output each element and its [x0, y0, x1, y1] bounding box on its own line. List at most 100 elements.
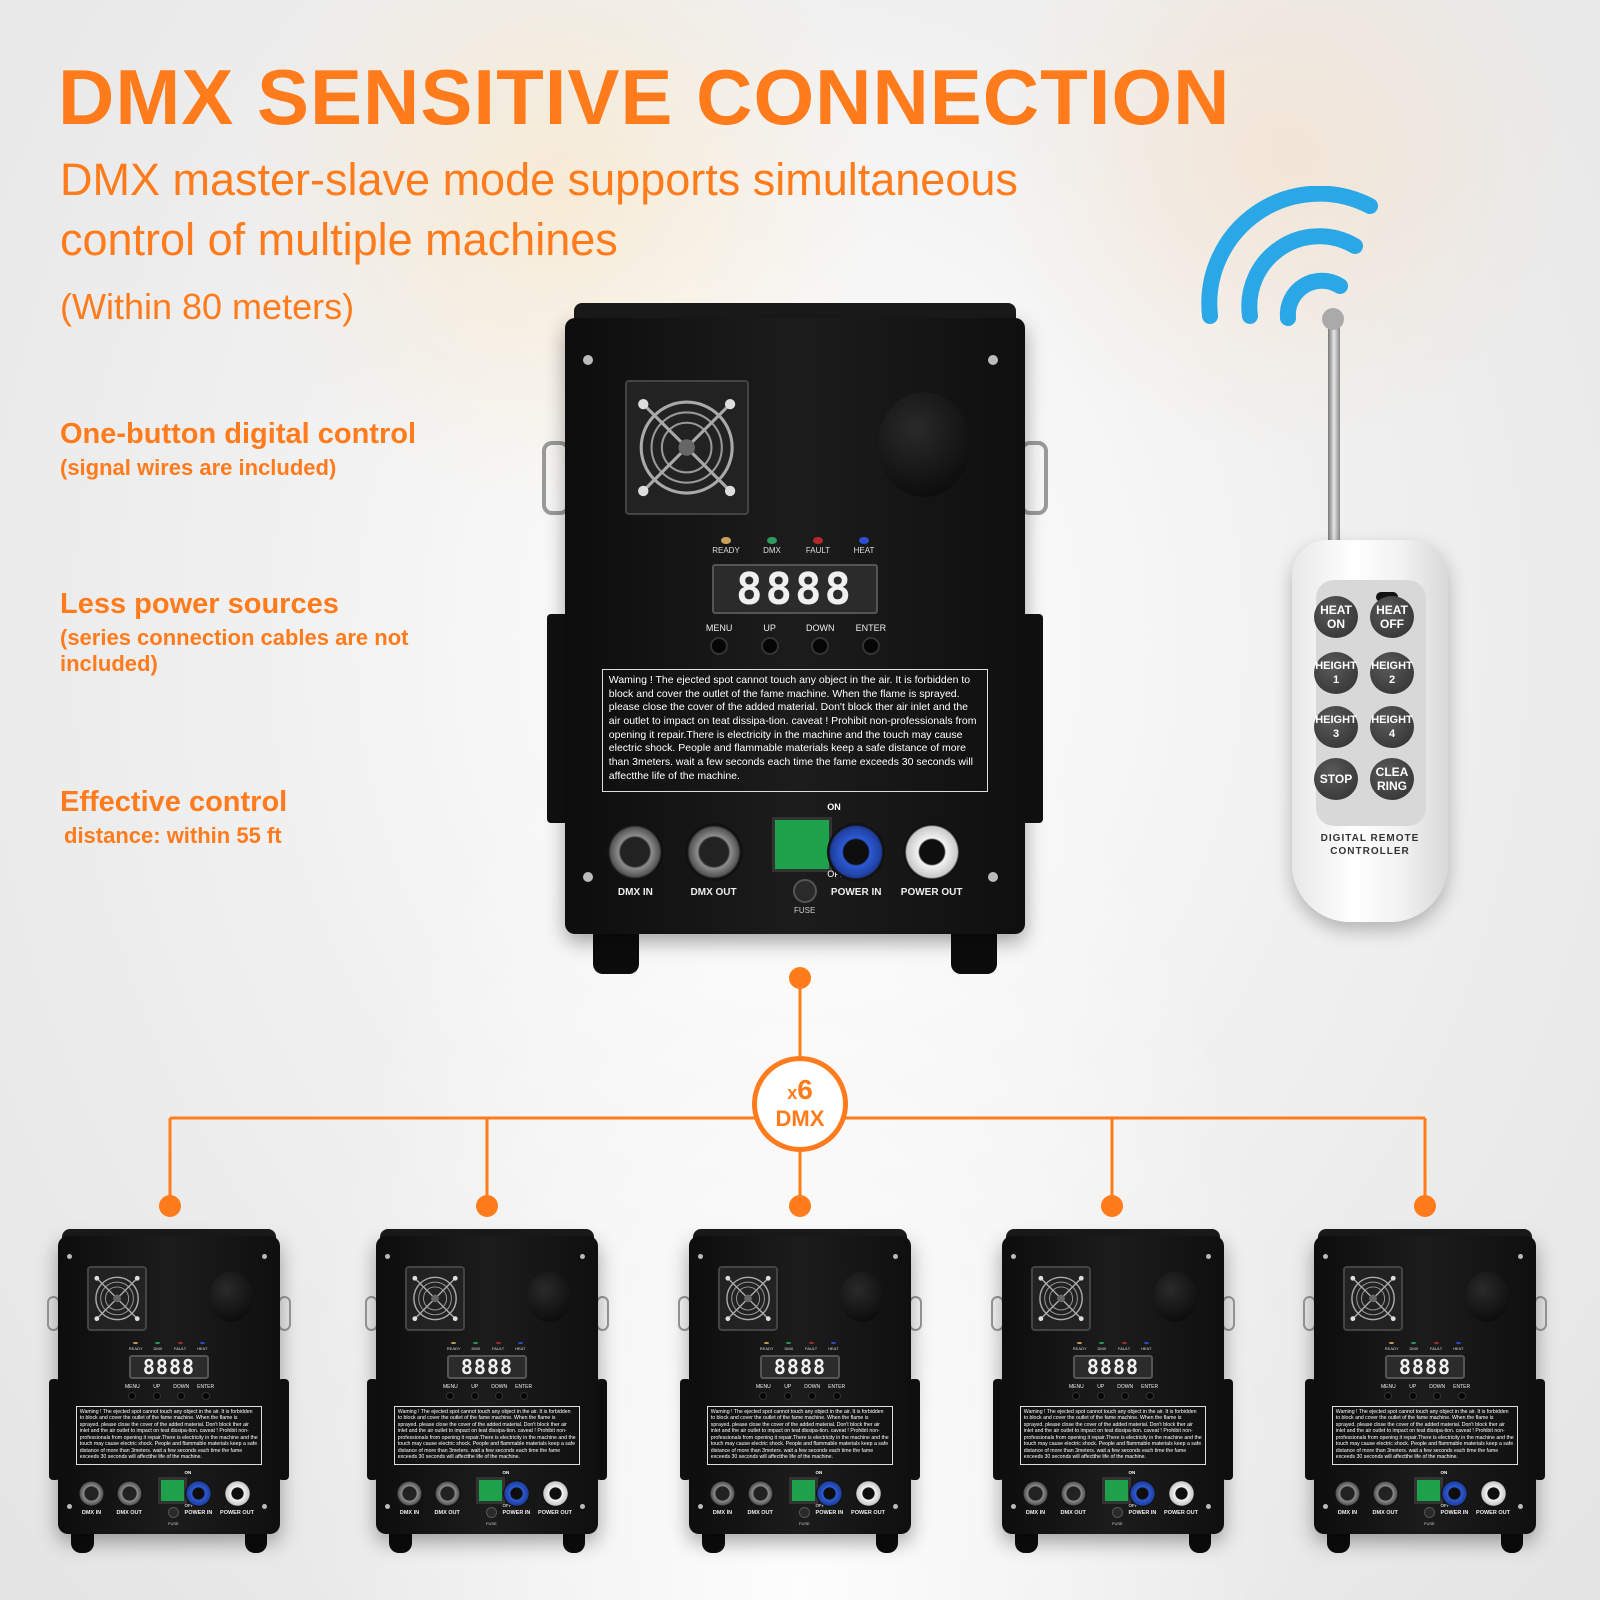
button-enter[interactable]: ENTER: [846, 623, 897, 655]
fuse-holder[interactable]: FUSE: [167, 1507, 179, 1526]
material-cover-knob[interactable]: [1152, 1271, 1198, 1323]
button-enter[interactable]: ENTER: [193, 1384, 217, 1400]
port-dmx-in[interactable]: DMX IN: [1333, 1480, 1361, 1516]
button-cap[interactable]: [1072, 1391, 1081, 1400]
material-cover-knob[interactable]: [1464, 1271, 1510, 1323]
port-dmx-out[interactable]: DMX OUT: [746, 1480, 774, 1516]
button-down[interactable]: DOWN: [1425, 1384, 1449, 1400]
button-cap[interactable]: [177, 1391, 186, 1400]
button-cap[interactable]: [1145, 1391, 1154, 1400]
port-power-in[interactable]: POWER IN: [185, 1480, 212, 1516]
button-down[interactable]: DOWN: [800, 1384, 824, 1400]
port-power-out[interactable]: POWER OUT: [851, 1480, 885, 1516]
button-enter[interactable]: ENTER: [824, 1384, 848, 1400]
led-dot: [786, 1341, 792, 1344]
port-dmx-out[interactable]: DMX OUT: [684, 823, 743, 898]
port-dmx-in[interactable]: DMX IN: [77, 1480, 105, 1516]
button-cap[interactable]: [811, 636, 830, 655]
button-menu[interactable]: MENU: [1064, 1384, 1088, 1400]
button-up[interactable]: UP: [1401, 1384, 1425, 1400]
button-cap[interactable]: [519, 1391, 528, 1400]
port-power-out[interactable]: POWER OUT: [901, 823, 962, 898]
port-dmx-out[interactable]: DMX OUT: [433, 1480, 461, 1516]
button-cap[interactable]: [1433, 1391, 1442, 1400]
port-dmx-in[interactable]: DMX IN: [708, 1480, 736, 1516]
port-dmx-in[interactable]: DMX IN: [1021, 1480, 1049, 1516]
button-cap[interactable]: [832, 1391, 841, 1400]
button-cap[interactable]: [128, 1391, 137, 1400]
remote-button-stop[interactable]: STOP: [1314, 758, 1358, 800]
button-menu[interactable]: MENU: [438, 1384, 462, 1400]
power-switch[interactable]: [788, 1477, 818, 1505]
fuse-holder[interactable]: FUSE: [1423, 1507, 1435, 1526]
material-cover-knob[interactable]: [839, 1271, 885, 1323]
button-enter[interactable]: ENTER: [1449, 1384, 1473, 1400]
remote-button-height-4[interactable]: HEIGHT 4: [1370, 706, 1414, 748]
port-dmx-out[interactable]: DMX OUT: [1371, 1480, 1399, 1516]
button-menu[interactable]: MENU: [120, 1384, 144, 1400]
port-dmx-in[interactable]: DMX IN: [395, 1480, 423, 1516]
remote-button-heat-off[interactable]: HEAT OFF: [1370, 596, 1414, 638]
port-dmx-in[interactable]: DMX IN: [606, 823, 665, 898]
led-label: READY: [446, 1345, 461, 1351]
button-down[interactable]: DOWN: [795, 623, 846, 655]
button-menu[interactable]: MENU: [751, 1384, 775, 1400]
button-cap[interactable]: [760, 636, 779, 655]
button-menu[interactable]: MENU: [694, 623, 745, 655]
button-up[interactable]: UP: [776, 1384, 800, 1400]
remote-button-height-1[interactable]: HEIGHT 1: [1314, 652, 1358, 694]
port-power-in[interactable]: POWER IN: [1441, 1480, 1468, 1516]
remote-button-height-3[interactable]: HEIGHT 3: [1314, 706, 1358, 748]
remote-button-height-2[interactable]: HEIGHT 2: [1370, 652, 1414, 694]
remote-button-clea-ring[interactable]: CLEA RING: [1370, 758, 1414, 800]
port-power-in[interactable]: POWER IN: [827, 823, 886, 898]
port-dmx-out[interactable]: DMX OUT: [115, 1480, 143, 1516]
material-cover-knob[interactable]: [877, 391, 970, 497]
power-switch[interactable]: [772, 816, 832, 873]
button-up[interactable]: UP: [463, 1384, 487, 1400]
button-down[interactable]: DOWN: [169, 1384, 193, 1400]
port-power-in[interactable]: POWER IN: [816, 1480, 843, 1516]
button-cap[interactable]: [1408, 1391, 1417, 1400]
button-cap[interactable]: [759, 1391, 768, 1400]
button-cap[interactable]: [1457, 1391, 1466, 1400]
fuse-holder[interactable]: FUSE: [798, 1507, 810, 1526]
button-cap[interactable]: [1096, 1391, 1105, 1400]
fuse-holder[interactable]: FUSE: [485, 1507, 497, 1526]
button-cap[interactable]: [1384, 1391, 1393, 1400]
fuse-holder[interactable]: FUSE: [1111, 1507, 1123, 1526]
port-power-out[interactable]: POWER OUT: [1164, 1480, 1198, 1516]
button-up[interactable]: UP: [1089, 1384, 1113, 1400]
button-cap[interactable]: [201, 1391, 210, 1400]
remote-button-heat-on[interactable]: HEAT ON: [1314, 596, 1358, 638]
button-menu[interactable]: MENU: [1376, 1384, 1400, 1400]
button-cap[interactable]: [446, 1391, 455, 1400]
button-cap[interactable]: [1121, 1391, 1130, 1400]
port-power-out[interactable]: POWER OUT: [538, 1480, 572, 1516]
button-down[interactable]: DOWN: [487, 1384, 511, 1400]
button-cap[interactable]: [710, 636, 729, 655]
button-down[interactable]: DOWN: [1113, 1384, 1137, 1400]
power-switch[interactable]: [157, 1477, 187, 1505]
button-cap[interactable]: [808, 1391, 817, 1400]
port-power-in[interactable]: POWER IN: [1129, 1480, 1156, 1516]
button-cap[interactable]: [495, 1391, 504, 1400]
material-cover-knob[interactable]: [208, 1271, 254, 1323]
button-cap[interactable]: [783, 1391, 792, 1400]
power-switch[interactable]: [1101, 1477, 1131, 1505]
fuse-holder[interactable]: FUSE: [792, 878, 817, 915]
material-cover-knob[interactable]: [526, 1271, 572, 1323]
button-cap[interactable]: [152, 1391, 161, 1400]
power-switch[interactable]: [1413, 1477, 1443, 1505]
power-switch[interactable]: [475, 1477, 505, 1505]
port-power-out[interactable]: POWER OUT: [1476, 1480, 1510, 1516]
port-power-in[interactable]: POWER IN: [503, 1480, 530, 1516]
button-up[interactable]: UP: [744, 623, 795, 655]
button-up[interactable]: UP: [145, 1384, 169, 1400]
button-cap[interactable]: [470, 1391, 479, 1400]
button-enter[interactable]: ENTER: [511, 1384, 535, 1400]
port-dmx-out[interactable]: DMX OUT: [1059, 1480, 1087, 1516]
button-cap[interactable]: [861, 636, 880, 655]
button-enter[interactable]: ENTER: [1137, 1384, 1161, 1400]
port-power-out[interactable]: POWER OUT: [220, 1480, 254, 1516]
